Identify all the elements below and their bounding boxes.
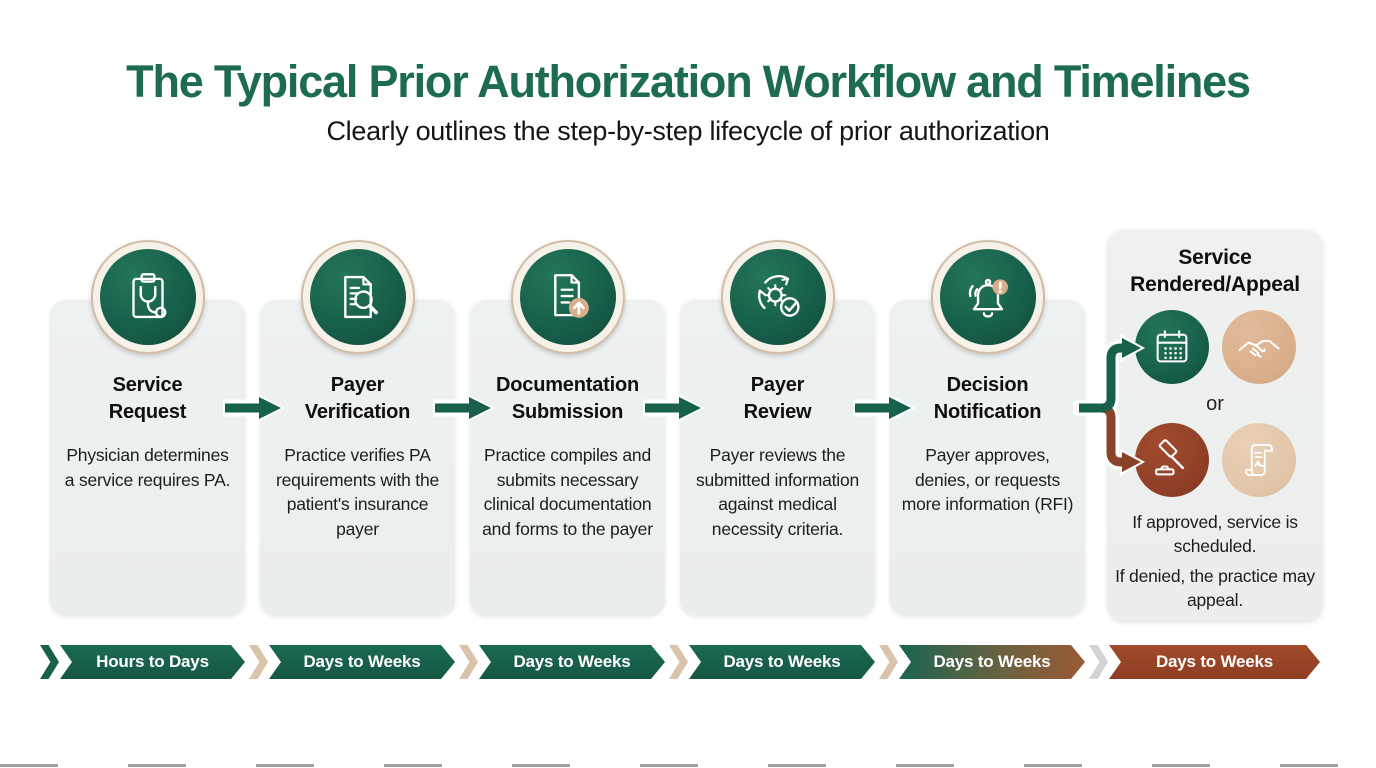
step-card-service-rendered-appeal: Service Rendered/Appeal xyxy=(1107,230,1323,622)
step-title: Decision Notification xyxy=(933,374,1042,423)
calendar-icon xyxy=(1134,310,1209,384)
timeline-segment: Days to Weeks xyxy=(689,645,875,679)
denied-outcome-row xyxy=(1107,423,1323,497)
approved-text: If approved, service is scheduled. xyxy=(1132,512,1298,556)
step-description: Practice compiles and submits necessary … xyxy=(482,445,653,539)
chevron-separator-icon xyxy=(879,645,898,679)
step-card-payer-review: Payer Review Payer reviews the submitted… xyxy=(680,240,875,616)
flow-arrow-right xyxy=(643,393,705,423)
step-title: Payer Verification xyxy=(304,374,411,423)
step-icon-ring xyxy=(510,240,625,354)
denied-text: If denied, the practice may appeal. xyxy=(1115,566,1315,610)
document-upload-icon xyxy=(519,249,616,345)
chevron-separator-icon xyxy=(459,645,478,679)
step-description: Payer reviews the submitted information … xyxy=(695,445,860,539)
handshake-icon xyxy=(1221,310,1296,384)
timeline-bar: Hours to Days Days to Weeks Days to Week… xyxy=(0,645,1376,679)
timeline-segment: Days to Weeks xyxy=(269,645,455,679)
gavel-icon xyxy=(1134,423,1209,497)
step-title: Payer Review xyxy=(743,374,812,423)
flow-arrow-right xyxy=(223,393,285,423)
outcome-text: If approved, service is scheduled. If de… xyxy=(1115,511,1315,620)
step-title: Documentation Submission xyxy=(496,374,639,423)
chevron-separator-icon xyxy=(40,645,59,679)
step-icon-ring xyxy=(930,240,1045,354)
page-subtitle: Clearly outlines the step-by-step lifecy… xyxy=(326,116,1050,146)
approved-outcome-row xyxy=(1107,310,1323,384)
chevron-separator-icon xyxy=(669,645,688,679)
flow-arrow-right xyxy=(853,393,915,423)
timeline-segment: Days to Weeks xyxy=(479,645,665,679)
step-description: Practice verifies PA requirements with t… xyxy=(275,445,440,539)
step-description: Physician determines a service requires … xyxy=(64,445,231,490)
step-icon-ring xyxy=(300,240,415,354)
step-icon-ring xyxy=(720,240,835,354)
step-card-payer-verification: Payer Verification Practice verifies PA … xyxy=(260,240,455,616)
document-magnifier-icon xyxy=(309,249,406,345)
step-card-service-request: Service Request Physician determines a s… xyxy=(50,240,245,616)
clipboard-stethoscope-icon xyxy=(99,249,196,345)
branch-connector-arrows xyxy=(1073,334,1145,476)
bottom-crop-dashes xyxy=(0,764,1376,767)
gear-sync-check-icon xyxy=(729,249,826,345)
bell-alert-icon xyxy=(939,249,1036,345)
step-icon-ring xyxy=(90,240,205,354)
step-title: Service Request xyxy=(108,374,187,423)
timeline-segment: Days to Weeks xyxy=(1109,645,1320,679)
page-title: The Typical Prior Authorization Workflow… xyxy=(126,56,1251,107)
step-title: Service Rendered/Appeal xyxy=(1130,246,1300,297)
timeline-segment: Days to Weeks xyxy=(899,645,1085,679)
chevron-separator-icon xyxy=(1089,645,1108,679)
or-label: or xyxy=(1206,393,1224,415)
flow-arrow-right xyxy=(433,393,495,423)
scroll-icon xyxy=(1221,423,1296,497)
timeline-segment: Hours to Days xyxy=(60,645,245,679)
chevron-separator-icon xyxy=(249,645,268,679)
step-card-documentation-submission: Documentation Submission Practice compil… xyxy=(470,240,665,616)
step-description: Payer approves, denies, or requests more… xyxy=(901,445,1074,514)
step-card-decision-notification: Decision Notification Payer approves, de… xyxy=(890,240,1085,616)
